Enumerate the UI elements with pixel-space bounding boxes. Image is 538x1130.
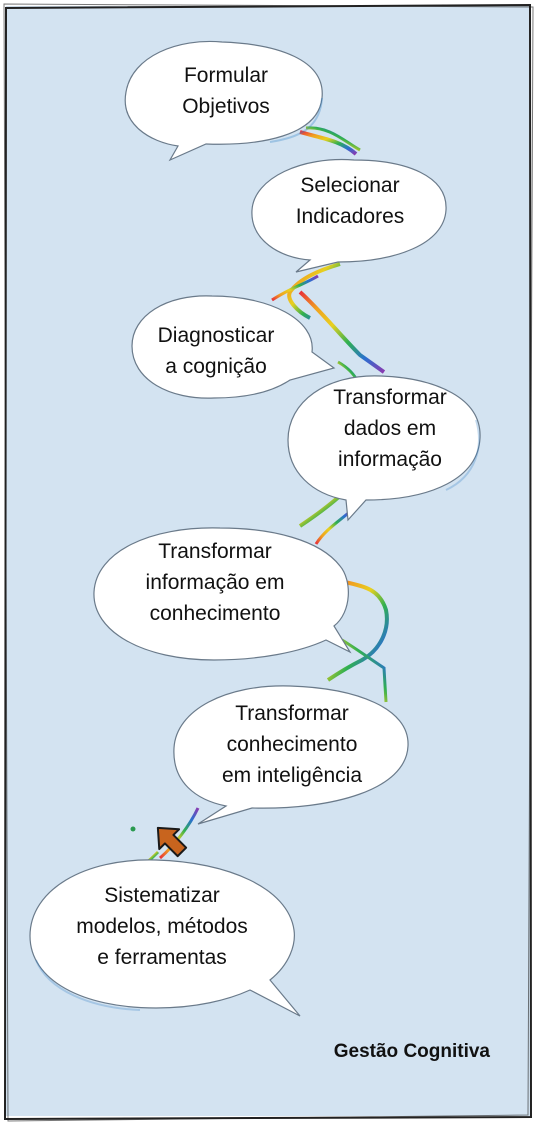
step-transformar-dados: Transformar dados em informação (333, 386, 447, 471)
step-transformar-conhecimento: Transformar conhecimento em inteligência (221, 702, 363, 787)
bubble-2 (251, 158, 447, 273)
connector-2-3 (271, 262, 386, 374)
diagram-title: Gestão Cognitiva (333, 1041, 490, 1062)
step-sistematizar: Sistematizar modelos, métodos e ferramen… (76, 884, 248, 969)
frame-border-sketch (3, 3, 534, 1122)
decorative-dot (130, 826, 136, 832)
step-diagnosticar-cognicao: Diagnosticar a cognição (157, 324, 275, 378)
bubble-4 (287, 375, 481, 522)
step-transformar-informacao: Transformar informação em conhecimento (145, 540, 285, 625)
bubble-7 (29, 859, 301, 1017)
connector-1-2 (299, 126, 361, 156)
connector-5-6 (326, 580, 389, 703)
arrow-down-left-icon (156, 826, 188, 858)
bubble-3 (131, 295, 336, 399)
bubble-6 (173, 685, 409, 825)
step-formular-objetivos: Formular Objetivos (182, 64, 270, 118)
step-selecionar-indicadores: Selecionar Indicadores (295, 174, 405, 228)
bubble-1 (124, 40, 323, 162)
bubble-5 (93, 527, 352, 661)
